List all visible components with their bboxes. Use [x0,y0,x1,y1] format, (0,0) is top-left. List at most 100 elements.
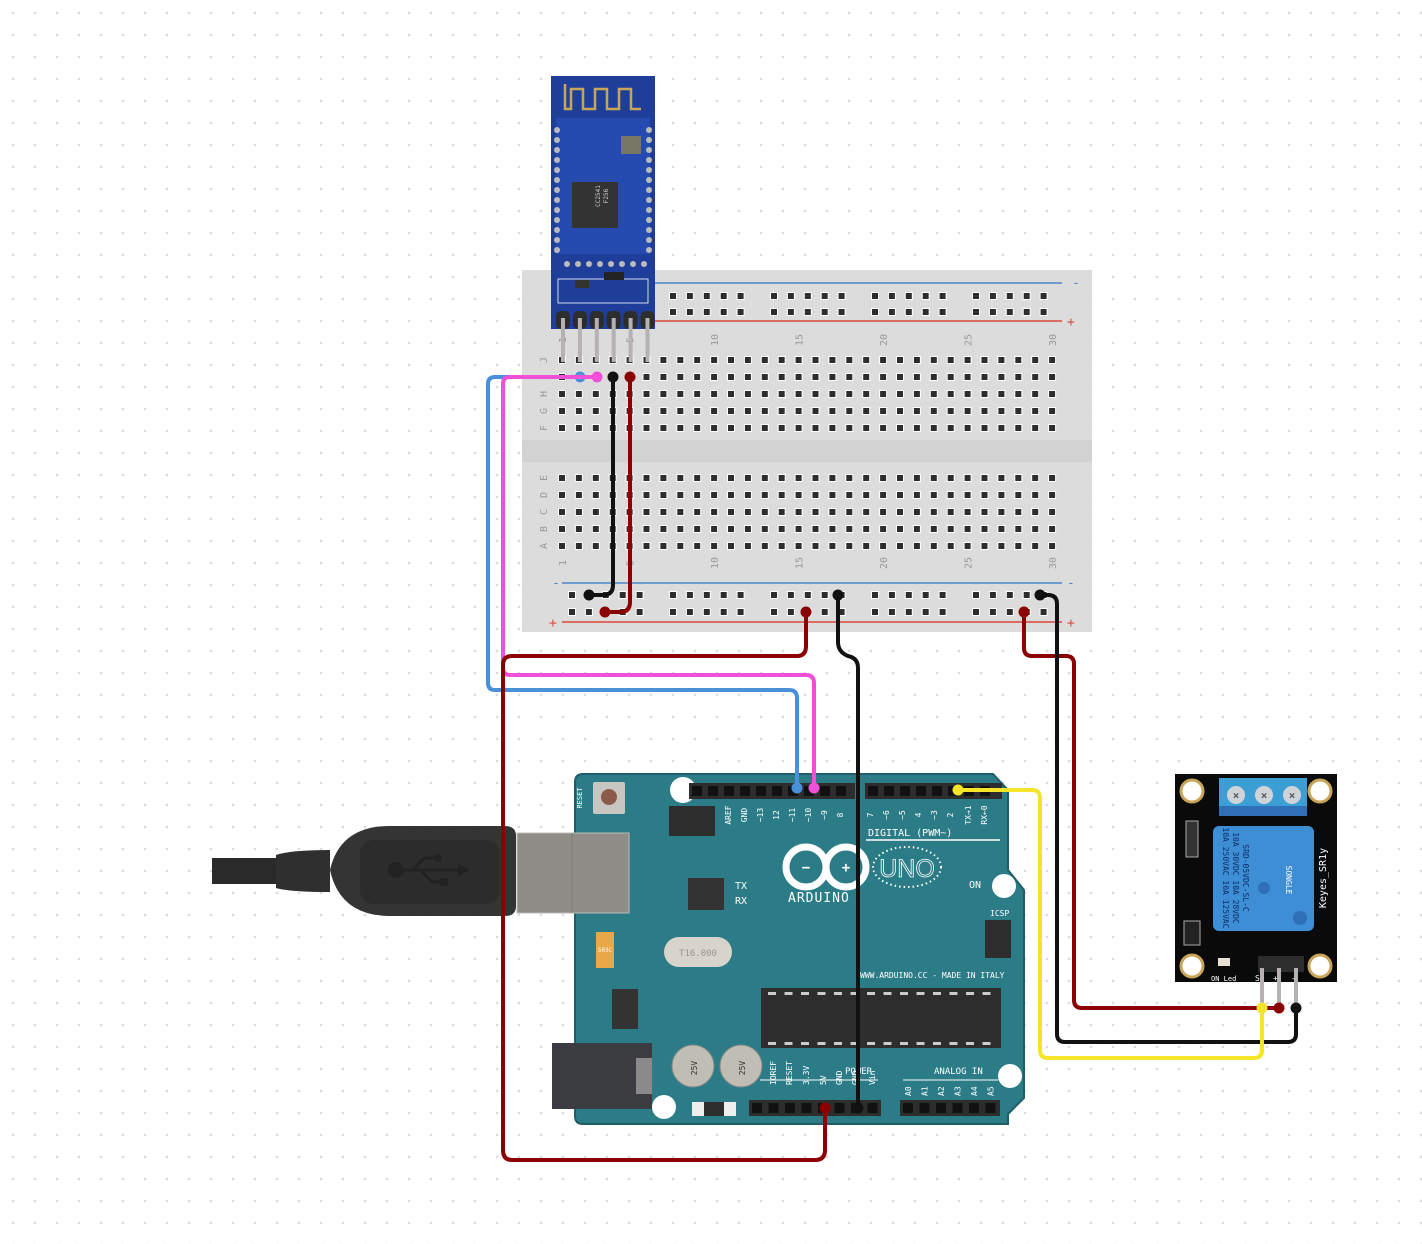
rail-minus-label: - [552,576,560,591]
relay-spec: 10A 30VDC 10A 28VDC [1231,832,1240,924]
wire-endpoint[interactable] [791,782,803,794]
header-hole[interactable] [820,786,830,796]
rail-hole-socket [720,293,727,299]
wire-endpoint[interactable] [591,371,603,383]
logo-loop-right [822,843,870,891]
header-hole[interactable] [692,786,702,796]
bt-pad [575,261,581,267]
resistor-r1 [1183,920,1201,946]
bluetooth-module[interactable]: CC2541 F256 [551,76,655,362]
wire-bt-gnd[interactable] [587,375,615,597]
wire-endpoint[interactable] [1034,589,1046,601]
bt-pad [554,157,560,163]
reset-button-cap[interactable] [601,789,617,805]
wire-endpoint[interactable] [583,589,595,601]
breadboard-hole-socket [981,391,988,397]
wire-endpoint[interactable] [1018,606,1030,618]
rail-hole-socket [872,293,878,299]
breadboard-hole-socket [677,425,684,431]
usb-cable[interactable] [212,826,516,916]
wire-endpoint[interactable] [852,1102,864,1114]
header-hole[interactable] [903,1103,913,1113]
header-hole[interactable] [756,786,766,796]
header-hole[interactable] [936,1103,946,1113]
header-hole[interactable] [916,786,926,796]
wire-endpoint[interactable] [832,589,844,601]
header-hole[interactable] [834,1103,845,1113]
digital-pin-label: ~11 [788,808,797,823]
terminal-screw[interactable] [1255,786,1273,804]
row-label: F [539,425,550,431]
terminal-screw[interactable] [1227,786,1245,804]
breadboard-hole-socket [1032,509,1039,515]
rail-hole-socket [686,592,693,598]
column-label: 25 [964,557,975,569]
wire-endpoint[interactable] [819,1102,831,1114]
breadboard-hole-socket [728,374,734,380]
header-hole[interactable] [900,786,910,796]
header-hole[interactable] [836,786,846,796]
wire-endpoint[interactable] [1256,1002,1268,1014]
power-pin-label: GND [851,1070,860,1085]
breadboard-hole-socket [643,543,650,549]
header-hole[interactable] [969,1103,979,1113]
wire-relay-gnd[interactable] [1038,593,1298,1044]
wire-endpoint[interactable] [1273,1002,1285,1014]
header-hole[interactable] [801,1103,812,1113]
wire-endpoint[interactable] [1290,1002,1302,1014]
header-hole[interactable] [752,1103,762,1113]
breadboard-hole-socket [559,425,565,431]
breadboard-hole-socket [778,475,785,481]
wire-endpoint[interactable] [624,371,636,383]
breadboard-hole-socket [930,543,937,549]
wire-5v-to-rail[interactable] [501,610,827,1162]
terminal-screws[interactable]: ××× [1227,786,1301,804]
breadboard-hole-socket [981,526,988,532]
polyfuse [596,932,614,968]
wire-endpoint[interactable] [599,606,611,618]
breadboard-hole-socket [1049,425,1056,431]
relay-module[interactable]: ××× 10A 250VAC 10A 125VAC 10A 30VDC 10A … [1175,774,1337,1010]
chip-pin [933,1042,941,1045]
bt-pad [619,261,625,267]
header-hole[interactable] [985,1103,996,1113]
wire-relay-signal[interactable] [956,788,1264,1060]
breadboard[interactable]: - + - + - + JIHGFEDCBA115510101515202025… [522,270,1092,632]
breadboard-holes[interactable] [558,292,1057,616]
wire-relay-vcc[interactable] [1022,610,1281,1010]
wire-endpoint[interactable] [808,782,820,794]
breadboard-hole-socket [913,543,920,549]
header-hole[interactable] [772,786,782,796]
header-hole[interactable] [932,786,942,796]
cap-label: 25V [738,1061,747,1076]
header-hole[interactable] [724,786,734,796]
wires[interactable] [486,371,1302,1162]
header-hole[interactable] [804,786,814,796]
header-hole[interactable] [708,786,718,796]
header-hole[interactable] [867,1103,878,1113]
wire-bt-tx-to-d11[interactable] [486,375,799,790]
breadboard-hole-socket [846,391,853,397]
header-hole[interactable] [868,786,878,796]
header-hole[interactable] [768,1103,779,1113]
wire-gnd-to-rail[interactable] [836,593,860,1110]
wire-endpoint[interactable] [952,784,964,796]
header-hole[interactable] [785,1103,795,1113]
header-hole[interactable] [919,1103,930,1113]
power-pin-label: 3.3V [802,1066,811,1085]
header-hole[interactable] [952,1103,963,1113]
bt-pin [645,318,650,362]
header-hole[interactable] [740,786,750,796]
breadboard-hole-socket [744,509,751,515]
bt-pad [646,137,652,143]
breadboard-hole-socket [880,509,887,515]
terminal-screw[interactable] [1283,786,1301,804]
wire-endpoint[interactable] [607,371,619,383]
relay-body [1213,826,1314,931]
wire-bt-vcc[interactable] [603,375,632,614]
bt-pad [646,237,652,243]
wire-endpoint[interactable] [800,606,812,618]
header-hole[interactable] [884,786,894,796]
breadboard-hole-socket [694,543,701,549]
